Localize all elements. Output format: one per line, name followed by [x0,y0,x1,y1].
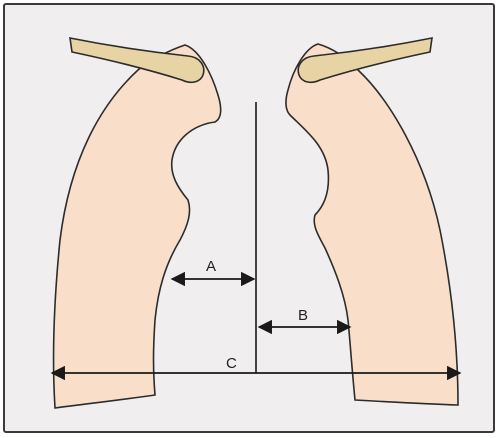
label-c: C [226,355,237,372]
label-a: A [206,258,216,275]
label-b: B [298,307,308,324]
